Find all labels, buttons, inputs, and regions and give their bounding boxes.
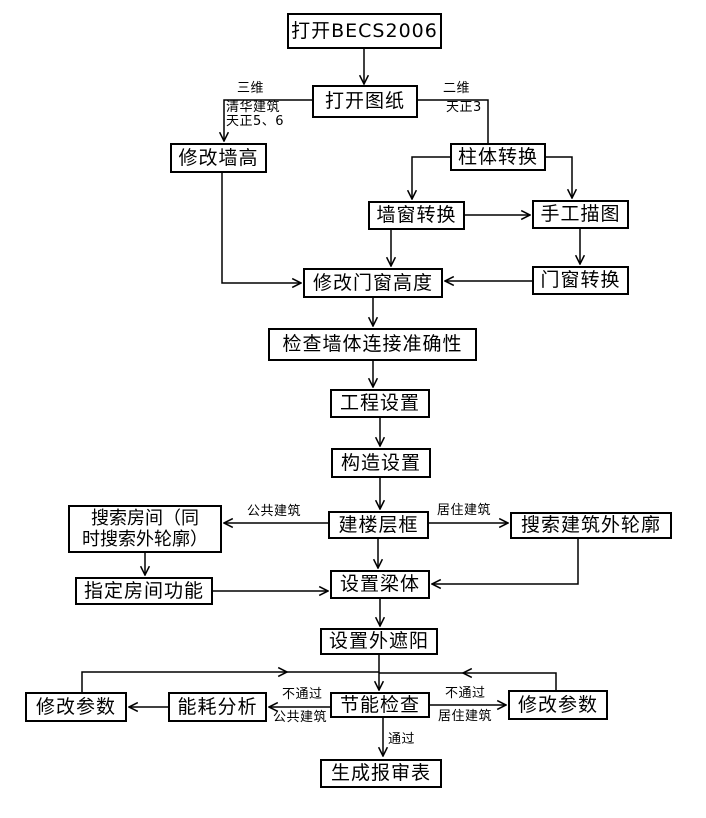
- node-door-window-convert: 门窗转换: [532, 266, 629, 295]
- node-manual-trace: 手工描图: [532, 200, 629, 229]
- node-energy-check: 节能检查: [330, 692, 430, 718]
- edge-label-fail-right-building: 居住建筑: [438, 709, 493, 724]
- node-manual-trace-label: 手工描图: [540, 203, 621, 225]
- edge-modifyparamsright-return: [463, 673, 557, 690]
- node-search-rooms-label: 搜索房间（同 时搜索外轮廓）: [82, 508, 208, 550]
- edge-label-pass: 通过: [388, 732, 416, 747]
- node-modify-params-right-label: 修改参数: [517, 693, 598, 716]
- node-modify-wall-height-label: 修改墙高: [178, 146, 259, 169]
- edge-label-two-d-tool: 天正3: [446, 100, 482, 115]
- node-generate-report: 生成报审表: [320, 759, 442, 788]
- node-construction-settings: 构造设置: [331, 448, 431, 478]
- node-check-wall-connection-label: 检查墙体连接准确性: [282, 333, 463, 355]
- edge-columnconvert-to-wallwindowconvert: [412, 156, 450, 199]
- node-assign-room-function: 指定房间功能: [75, 577, 213, 605]
- edge-label-fail-left: 不通过: [282, 687, 323, 702]
- edge-label-fail-right: 不通过: [445, 686, 486, 701]
- edge-label-two-d: 二维: [443, 81, 471, 96]
- node-modify-params-left: 修改参数: [25, 692, 127, 722]
- edge-label-fail-left-building: 公共建筑: [273, 710, 328, 725]
- node-modify-door-window-height: 修改门窗高度: [303, 268, 443, 298]
- node-energy-analysis-label: 能耗分析: [177, 695, 258, 718]
- node-energy-check-label: 节能检查: [339, 693, 420, 716]
- node-search-building-outline: 搜索建筑外轮廓: [510, 512, 672, 539]
- node-set-exterior-shading-label: 设置外遮阳: [328, 630, 429, 652]
- node-wall-window-convert: 墙窗转换: [368, 201, 465, 230]
- edge-label-public-building-branch: 公共建筑: [247, 504, 302, 519]
- node-search-building-outline-label: 搜索建筑外轮廓: [520, 514, 661, 536]
- edge-opendrawing-to-modifywallheight: [224, 99, 312, 141]
- node-modify-params-left-label: 修改参数: [35, 695, 116, 718]
- node-energy-analysis: 能耗分析: [168, 692, 267, 722]
- node-generate-report-label: 生成报审表: [330, 762, 431, 784]
- node-open-becs2006-label: 打开BECS2006: [291, 19, 438, 42]
- node-set-exterior-shading: 设置外遮阳: [320, 628, 438, 655]
- edge-searchoutline-to-setbeams: [432, 539, 579, 584]
- node-door-window-convert-label: 门窗转换: [540, 269, 621, 291]
- edge-modifyparamsleft-return: [81, 672, 287, 692]
- node-wall-window-convert-label: 墙窗转换: [376, 204, 457, 226]
- edge-label-three-d: 三维: [237, 81, 265, 96]
- node-assign-room-function-label: 指定房间功能: [83, 579, 204, 602]
- node-project-settings: 工程设置: [330, 389, 430, 418]
- node-open-drawing: 打开图纸: [312, 85, 418, 118]
- node-open-drawing-label: 打开图纸: [324, 90, 405, 112]
- edge-modifywallheight-to-modifydoorwindow: [221, 173, 301, 283]
- node-modify-door-window-height-label: 修改门窗高度: [312, 271, 433, 294]
- edge-label-three-d-tools: 清华建筑 天正5、6: [226, 100, 285, 129]
- edge-columnconvert-to-manualtrace: [546, 156, 572, 198]
- edge-label-residential-branch: 居住建筑: [437, 503, 492, 518]
- node-column-convert-label: 柱体转换: [457, 145, 538, 168]
- node-set-beams: 设置梁体: [330, 570, 430, 599]
- node-check-wall-connection: 检查墙体连接准确性: [268, 328, 477, 361]
- node-modify-wall-height: 修改墙高: [170, 143, 267, 173]
- node-open-becs2006: 打开BECS2006: [287, 13, 442, 49]
- node-search-rooms: 搜索房间（同 时搜索外轮廓）: [68, 505, 222, 553]
- node-column-convert: 柱体转换: [450, 143, 546, 171]
- node-set-beams-label: 设置梁体: [339, 573, 420, 595]
- node-build-floor-frame-label: 建楼层框: [338, 513, 419, 536]
- node-build-floor-frame: 建楼层框: [328, 511, 429, 539]
- edge-opendrawing-to-columnconvert: [418, 99, 489, 143]
- node-construction-settings-label: 构造设置: [340, 451, 421, 474]
- node-modify-params-right: 修改参数: [508, 690, 608, 720]
- node-project-settings-label: 工程设置: [339, 392, 420, 414]
